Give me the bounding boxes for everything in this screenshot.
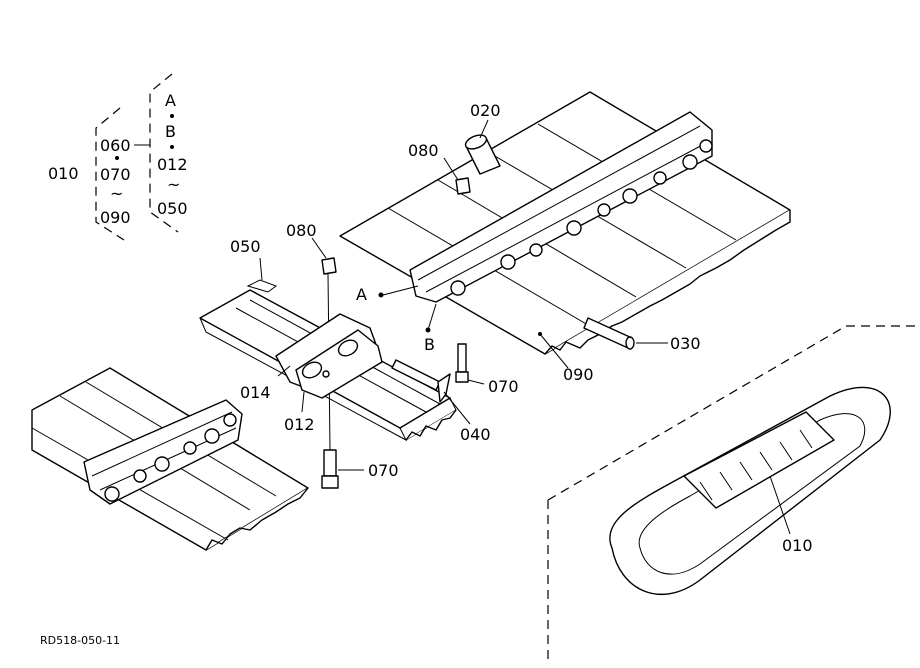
callout-070-bottom: 070	[368, 461, 399, 480]
bolt-070-bottom	[321, 449, 339, 489]
legend-g2-item-2: B	[165, 122, 176, 141]
callout-020: 020	[470, 101, 501, 120]
legend-dot-1	[115, 156, 119, 160]
leader-070-right	[467, 379, 485, 385]
lower-link-bolts	[104, 413, 237, 502]
callout-040: 040	[460, 425, 491, 444]
legend-outer-code: 010	[48, 164, 79, 183]
leader-b	[427, 303, 437, 331]
dot-090	[538, 332, 542, 336]
bushing-020	[464, 134, 501, 175]
nut-080-top	[455, 177, 471, 195]
upper-track-section	[339, 91, 791, 355]
upper-link-edges	[417, 125, 709, 293]
callout-050: 050	[230, 237, 261, 256]
pin-030	[583, 317, 635, 350]
lower-track-section	[31, 367, 309, 551]
callout-030: 030	[670, 334, 701, 353]
leader-080-mid	[311, 237, 327, 259]
legend-g2-item-3: 012	[157, 155, 188, 174]
split-pin-050	[246, 279, 278, 293]
callout-a: A	[356, 285, 367, 304]
leader-050	[259, 257, 263, 281]
callout-090: 090	[563, 365, 594, 384]
master-link-014-012	[275, 313, 383, 399]
callout-b: B	[424, 335, 435, 354]
callout-014: 014	[240, 383, 271, 402]
callout-012: 012	[284, 415, 315, 434]
legend-g2-item-4: 050	[157, 199, 188, 218]
legend-bracket-2	[149, 73, 179, 233]
leader-090	[539, 333, 569, 369]
leader-a	[382, 285, 419, 296]
leader-014	[277, 365, 291, 377]
legend-g1-item-2: 070	[100, 165, 131, 184]
leader-080-top	[443, 157, 459, 181]
leader-010-inset	[769, 475, 791, 535]
callout-080-top: 080	[408, 141, 439, 160]
leader-012	[301, 391, 305, 413]
nut-080-middle	[321, 257, 337, 275]
leader-040	[443, 391, 471, 425]
bolt-070-right	[455, 343, 469, 383]
legend-tilde-1: ~	[110, 184, 123, 203]
inset-border-diagonal	[547, 325, 847, 501]
figure-id: RD518-050-11	[40, 634, 120, 647]
legend-g1-item-1: 060	[100, 136, 131, 155]
leader-020	[479, 119, 489, 139]
legend-tilde-2: ~	[167, 175, 180, 194]
callout-080-mid: 080	[286, 221, 317, 240]
legend-g2-item-1: A	[165, 91, 176, 110]
legend: 010 060 070 ~ 090 A B 012 ~ 050	[48, 73, 188, 241]
dot-a	[378, 292, 384, 298]
legend-bracket-1	[95, 107, 125, 241]
callout-070-right: 070	[488, 377, 519, 396]
legend-dot-3	[170, 145, 174, 149]
callout-010-inset: 010	[782, 536, 813, 555]
inset-highlighted-links	[683, 411, 835, 509]
legend-g1-item-3: 090	[100, 208, 131, 227]
upper-link-bolts	[450, 139, 713, 296]
upper-link-chain	[409, 111, 713, 303]
legend-dot-2	[170, 114, 174, 118]
upper-grouser-edge	[544, 210, 791, 355]
inset-track-loop	[609, 386, 891, 596]
